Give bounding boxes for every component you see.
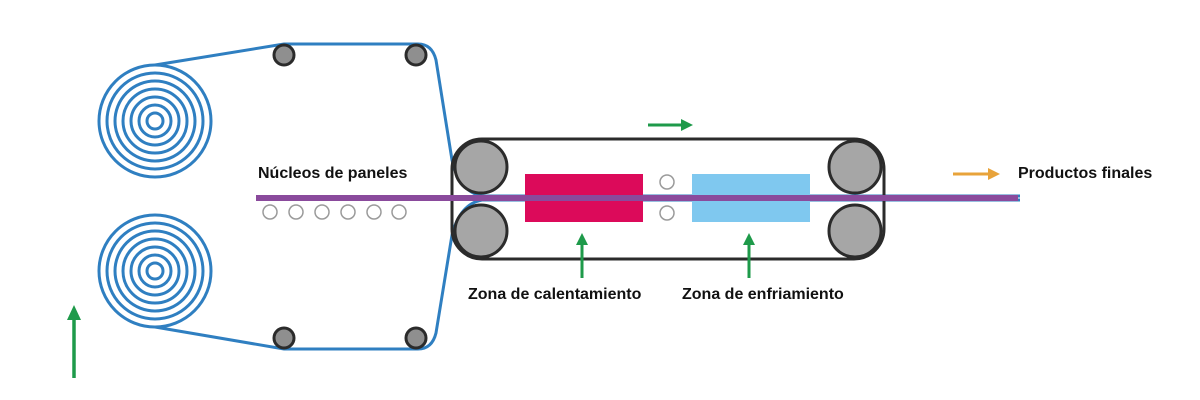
lower-film-path [154, 198, 1020, 351]
pressure-roller [827, 203, 883, 259]
heating-zone-label: Zona de calentamiento [468, 286, 642, 303]
cooling-zone-label: Zona de enfriamiento [682, 286, 844, 303]
pressure-roller [453, 139, 509, 195]
guide-roller [404, 326, 428, 350]
incoming-core-circles [262, 204, 407, 220]
belt-direction-arrow [648, 119, 693, 131]
guide-rollers [272, 43, 428, 350]
idler-rollers [659, 174, 675, 221]
panel-cores-label: Núcleos de paneles [258, 165, 408, 182]
upper-supply-coil [97, 63, 213, 179]
pressure-roller [827, 139, 883, 195]
guide-roller [272, 43, 296, 67]
guide-roller [404, 43, 428, 67]
pressure-rollers [453, 139, 883, 259]
heating-zone-arrow [576, 233, 588, 278]
lower-supply-coil [97, 213, 213, 329]
feed-direction-arrow [67, 305, 81, 378]
output-direction-arrow [953, 168, 1000, 180]
final-products-label: Productos finales [1018, 165, 1153, 182]
pressure-roller [453, 203, 509, 259]
guide-roller [272, 326, 296, 350]
cooling-zone-arrow [743, 233, 755, 278]
